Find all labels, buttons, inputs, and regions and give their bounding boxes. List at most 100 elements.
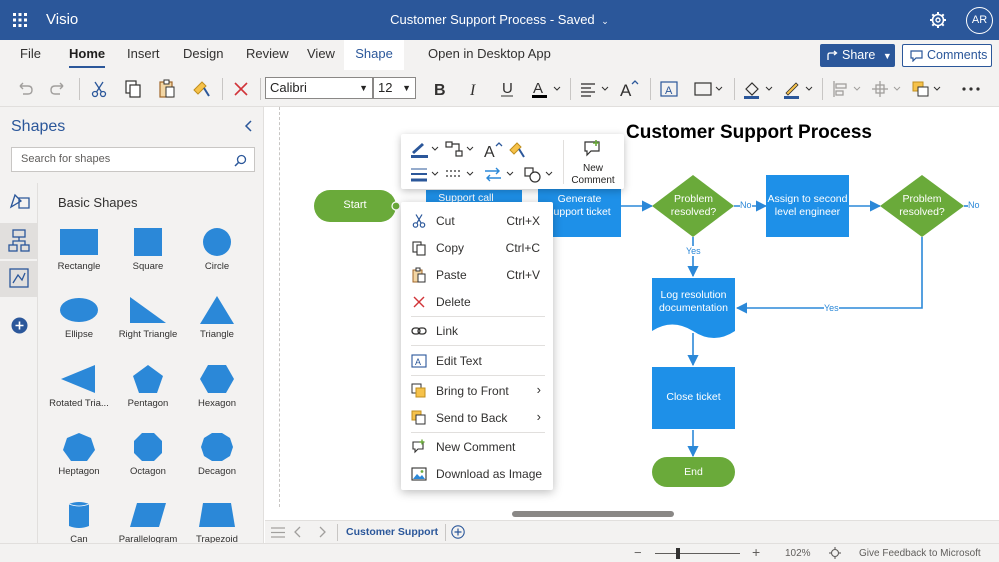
undo-icon[interactable] <box>14 78 36 100</box>
app-name[interactable]: Visio <box>46 11 79 28</box>
format-painter-icon[interactable] <box>190 78 212 100</box>
shape-circle[interactable]: Circle <box>183 227 251 295</box>
font-size-select[interactable]: 12 ▼ <box>373 77 416 99</box>
shape-parallelogram[interactable]: Parallelogram <box>114 500 182 562</box>
stencil-nav-flowchart[interactable] <box>0 223 38 259</box>
arrows-icon[interactable] <box>483 166 517 184</box>
tab-design[interactable]: Design <box>183 46 224 61</box>
font-size-up-icon[interactable]: A <box>618 78 640 100</box>
shape-effects-icon[interactable] <box>523 166 555 184</box>
shape-decagon[interactable]: Decagon <box>183 432 251 500</box>
paste-icon[interactable] <box>156 78 178 100</box>
shape-triangle[interactable]: Triangle <box>183 295 251 363</box>
line-weight-icon[interactable] <box>409 166 441 184</box>
copy-icon[interactable] <box>122 78 144 100</box>
document-title[interactable]: Customer Support Process - Saved ⌄ <box>390 12 609 27</box>
line-color-icon[interactable] <box>409 140 441 160</box>
problem-resolved-decision-2[interactable] <box>880 175 964 237</box>
comments-button[interactable]: Comments <box>902 44 992 67</box>
text-box-icon[interactable]: A <box>658 78 680 100</box>
menu-item-link[interactable]: Link <box>401 320 553 342</box>
problem-resolved-decision-1[interactable] <box>652 175 734 237</box>
zoom-slider[interactable] <box>655 553 740 554</box>
zoom-slider-thumb[interactable] <box>676 548 680 559</box>
add-stencil-icon[interactable] <box>11 317 28 334</box>
menu-item-edit-text[interactable]: A Edit Text <box>401 350 553 372</box>
tab-file[interactable]: File <box>20 46 41 61</box>
horizontal-scrollbar[interactable] <box>512 511 674 517</box>
chevron-right-icon[interactable] <box>318 526 326 538</box>
text-size-icon[interactable]: A <box>483 140 505 160</box>
menu-item-bring-to-front[interactable]: Bring to Front › <box>401 380 553 402</box>
line-color-icon[interactable] <box>782 78 816 100</box>
cut-icon[interactable] <box>88 78 110 100</box>
new-comment-button[interactable]: New Comment <box>565 139 621 187</box>
menu-item-cut[interactable]: Cut Ctrl+X <box>401 210 553 232</box>
tab-home[interactable]: Home <box>69 46 106 68</box>
menu-item-paste[interactable]: Paste Ctrl+V <box>401 264 553 286</box>
selection-handle[interactable] <box>391 201 401 211</box>
dash-style-icon[interactable] <box>444 166 476 184</box>
assign-engineer-node[interactable] <box>766 175 849 237</box>
tab-view[interactable]: View <box>307 46 335 61</box>
shape-hexagon[interactable]: Hexagon <box>183 364 251 432</box>
shape-right-triangle[interactable]: Right Triangle <box>114 295 182 363</box>
shape-can[interactable]: Can <box>45 500 113 562</box>
gear-icon[interactable] <box>929 11 947 29</box>
shape-heptagon[interactable]: Heptagon <box>45 432 113 500</box>
app-launcher-icon[interactable] <box>12 12 28 28</box>
stencil-nav-diagram[interactable] <box>0 261 38 297</box>
italic-icon[interactable]: I <box>462 78 484 100</box>
more-options-icon[interactable] <box>960 78 982 100</box>
tab-review[interactable]: Review <box>246 46 289 61</box>
font-name-select[interactable]: Calibri ▼ <box>265 77 373 99</box>
shape-rotated-triangle[interactable]: Rotated Tria... <box>45 364 113 432</box>
tab-insert[interactable]: Insert <box>127 46 160 61</box>
menu-item-send-to-back[interactable]: Send to Back › <box>401 407 553 429</box>
fit-page-icon[interactable] <box>829 547 841 559</box>
add-page-icon[interactable] <box>451 525 465 539</box>
bold-icon[interactable]: B <box>428 78 450 100</box>
log-resolution-node[interactable] <box>652 278 735 338</box>
zoom-out-button[interactable]: − <box>634 545 642 560</box>
zoom-in-button[interactable]: + <box>752 544 761 560</box>
align-text-icon[interactable] <box>578 78 612 100</box>
stencil-nav-shapes[interactable] <box>0 183 38 219</box>
format-painter-icon[interactable] <box>507 140 527 160</box>
menu-item-download-image[interactable]: Download as Image <box>401 463 553 485</box>
shape-outline-icon[interactable] <box>692 78 726 100</box>
chevron-left-icon[interactable] <box>294 526 302 538</box>
connector-yes-2[interactable] <box>735 237 923 314</box>
redo-icon[interactable] <box>47 78 69 100</box>
open-desktop-link[interactable]: Open in Desktop App <box>428 46 551 61</box>
search-icon[interactable] <box>234 154 247 167</box>
position-icon[interactable] <box>870 78 904 100</box>
arrange-icon[interactable] <box>910 78 944 100</box>
all-pages-icon[interactable] <box>271 527 285 538</box>
delete-icon[interactable] <box>230 78 252 100</box>
feedback-link[interactable]: Give Feedback to Microsoft <box>859 548 981 559</box>
menu-item-copy[interactable]: Copy Ctrl+C <box>401 237 553 259</box>
start-node[interactable] <box>314 190 396 222</box>
sheet-tab-customer-support[interactable]: Customer Support <box>346 526 439 538</box>
shape-trapezoid[interactable]: Trapezoid <box>183 500 251 562</box>
align-shapes-icon[interactable] <box>830 78 864 100</box>
fill-color-icon[interactable] <box>742 78 776 100</box>
zoom-level[interactable]: 102% <box>785 548 811 559</box>
share-button[interactable]: Share ▼ <box>820 44 895 67</box>
tab-shape[interactable]: Shape <box>344 40 404 70</box>
avatar[interactable]: AR <box>966 7 993 34</box>
connector-style-icon[interactable] <box>444 140 476 160</box>
shape-rectangle[interactable]: Rectangle <box>45 227 113 295</box>
drawing-canvas[interactable] <box>265 107 999 520</box>
shape-ellipse[interactable]: Ellipse <box>45 295 113 363</box>
shape-octagon[interactable]: Octagon <box>114 432 182 500</box>
diagram-title[interactable]: Customer Support Process <box>626 122 872 143</box>
chevron-left-icon[interactable] <box>244 120 254 132</box>
shape-pentagon[interactable]: Pentagon <box>114 364 182 432</box>
menu-item-delete[interactable]: Delete <box>401 291 553 313</box>
shape-search-input[interactable]: Search for shapes <box>11 147 255 172</box>
underline-icon[interactable]: U <box>496 78 518 100</box>
font-color-icon[interactable]: A <box>530 78 564 100</box>
end-node[interactable] <box>652 457 735 487</box>
